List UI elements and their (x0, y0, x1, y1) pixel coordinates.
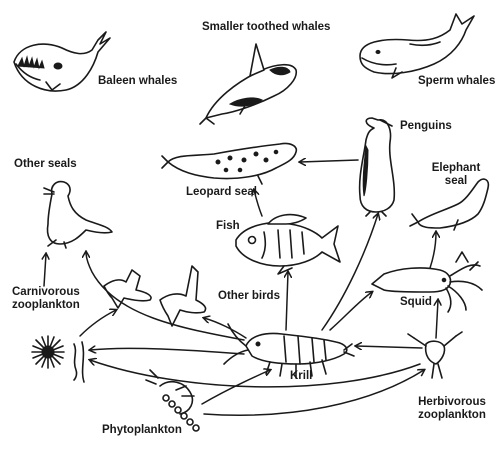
arrow-carn-zooplankton-to-other-seals (44, 254, 46, 287)
fish-icon (235, 213, 341, 275)
label-herbivorous-zooplankton: Herbivorous zooplankton (412, 396, 492, 422)
krill-icon (223, 323, 355, 379)
baleen-whale-icon (13, 31, 111, 92)
label-elephant-seal-line1: Elephant (431, 162, 481, 174)
arrow-herb-zooplankton-to-carn-zooplankton (90, 360, 421, 388)
label-elephant-seal: Elephant seal (428, 162, 484, 188)
label-elephant-seal-line2: seal (444, 175, 468, 187)
arrow-squid-to-elephant-seal (429, 232, 436, 269)
leopard-seal-icon (161, 142, 298, 185)
arrow-fish-to-leopard-seal (254, 190, 263, 217)
label-leopard-seal: Leopard seal (186, 186, 257, 198)
label-carnivorous-zooplankton-line1: Carnivorous (12, 286, 80, 298)
elephant-seal-icon (409, 178, 490, 231)
label-carnivorous-zooplankton-line2: zooplankton (12, 299, 80, 311)
label-other-birds: Other birds (218, 290, 280, 302)
arrow-phytoplankton-to-krill (201, 370, 270, 405)
label-krill: Krill (290, 370, 313, 382)
arrow-krill-to-fish (286, 272, 288, 331)
other-seal-icon (43, 180, 113, 249)
arrow-penguin-to-leopard-seal (300, 160, 359, 162)
label-sperm-whales: Sperm whales (418, 75, 496, 87)
label-squid: Squid (400, 296, 432, 308)
label-phytoplankton: Phytoplankton (102, 424, 182, 436)
arrow-krill-to-other-seals (86, 252, 245, 341)
arrow-krill-to-other-birds (204, 318, 247, 339)
food-web-arrows (44, 160, 438, 416)
phytoplankton-icon (145, 369, 200, 432)
penguin-icon (358, 117, 396, 217)
squid-icon (371, 251, 483, 313)
toothed-whale-icon (199, 43, 298, 125)
arrow-krill-to-penguin (321, 214, 378, 331)
label-other-seals: Other seals (14, 158, 77, 170)
label-fish: Fish (216, 220, 240, 232)
sperm-whale-icon (359, 13, 475, 79)
arrow-carn-zooplankton-to-other-birds (79, 310, 116, 337)
label-smaller-toothed-whales: Smaller toothed whales (202, 21, 331, 33)
arrow-herb-zooplankton-to-squid (436, 300, 438, 339)
arrow-krill-to-squid (329, 292, 372, 331)
arrow-phytoplankton-to-herb-zooplankton (203, 370, 424, 416)
arrow-herb-zooplankton-to-krill (356, 346, 423, 348)
label-carnivorous-zooplankton: Carnivorous zooplankton (12, 286, 80, 312)
label-baleen-whales: Baleen whales (98, 75, 178, 87)
label-herbivorous-zooplankton-line2: zooplankton (418, 409, 486, 421)
carnivorous-zooplankton-icon (31, 335, 85, 383)
label-herbivorous-zooplankton-line1: Herbivorous (418, 396, 486, 408)
label-penguins: Penguins (400, 120, 452, 132)
arrow-krill-to-carn-zooplankton (90, 348, 245, 355)
herbivorous-zooplankton-icon (407, 331, 463, 379)
other-birds-icon (103, 265, 207, 327)
